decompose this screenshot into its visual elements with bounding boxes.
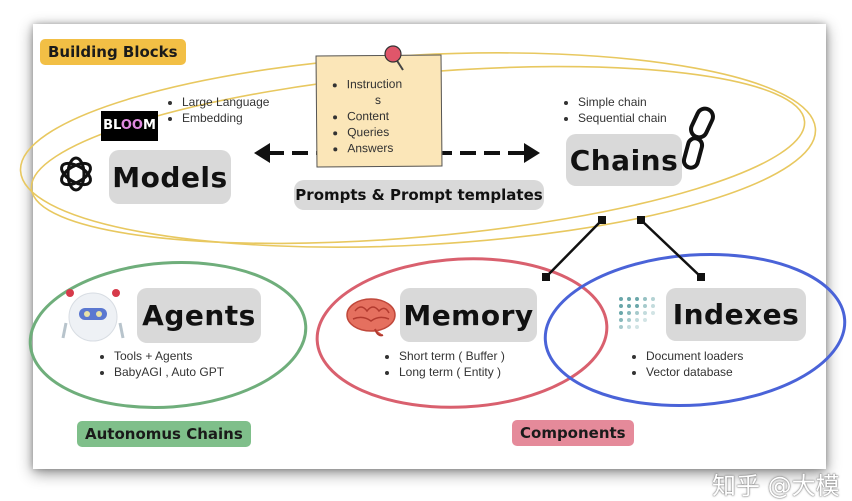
openai-logo-icon (60, 156, 92, 192)
note-bullet-item: Instruction (347, 75, 441, 92)
models-node: Models (109, 150, 231, 204)
chain-link-icon (681, 106, 715, 170)
prompts-node: Prompts & Prompt templates (294, 180, 544, 210)
watermark: 知乎 @大模 (712, 472, 840, 500)
bullet-item: Long term ( Entity ) (399, 364, 505, 380)
bullet-item: Sequential chain (578, 110, 667, 126)
bullet-item: BabyAGI , Auto GPT (114, 364, 224, 380)
note-bullet-item: Answers (347, 139, 441, 156)
push-pin-icon (384, 45, 404, 71)
prompts-sticky-note: Instruction s Content Queries Answers (315, 54, 443, 168)
bullet-item: Large Language (182, 94, 269, 110)
bloom-logo-text: BL (103, 118, 121, 133)
note-wrap-text: s (374, 92, 381, 108)
bullet-item: Embedding (182, 110, 269, 126)
agents-bullets: Tools + Agents BabyAGI , Auto GPT (100, 348, 224, 380)
note-bullet-item: Content (347, 107, 441, 124)
indexes-bullets: Document loaders Vector database (632, 348, 743, 380)
brain-icon (346, 298, 396, 337)
building-blocks-label: Building Blocks (40, 39, 186, 65)
memory-node: Memory (400, 288, 537, 342)
chains-node: Chains (566, 134, 682, 186)
bloom-logo-text: M (142, 118, 156, 133)
bullet-item: Document loaders (646, 348, 743, 364)
chains-bullets: Simple chain Sequential chain (564, 94, 667, 126)
robot-icon (61, 289, 125, 342)
bloom-logo-text: OO (120, 118, 143, 133)
agents-node: Agents (137, 288, 261, 343)
bullet-item: Tools + Agents (114, 348, 224, 364)
components-label: Components (512, 420, 634, 446)
autonomous-chains-label: Autonomus Chains (77, 421, 251, 447)
indexes-node: Indexes (666, 288, 806, 341)
note-bullet-item: Queries (347, 123, 441, 140)
bullet-item: Short term ( Buffer ) (399, 348, 505, 364)
models-bullets: Large Language Embedding (168, 94, 269, 126)
memory-bullets: Short term ( Buffer ) Long term ( Entity… (385, 348, 505, 380)
bullet-item: Simple chain (578, 94, 667, 110)
dot-grid-icon (619, 297, 655, 329)
bullet-item: Vector database (646, 364, 743, 380)
bloom-logo: BLOOM (101, 111, 158, 141)
